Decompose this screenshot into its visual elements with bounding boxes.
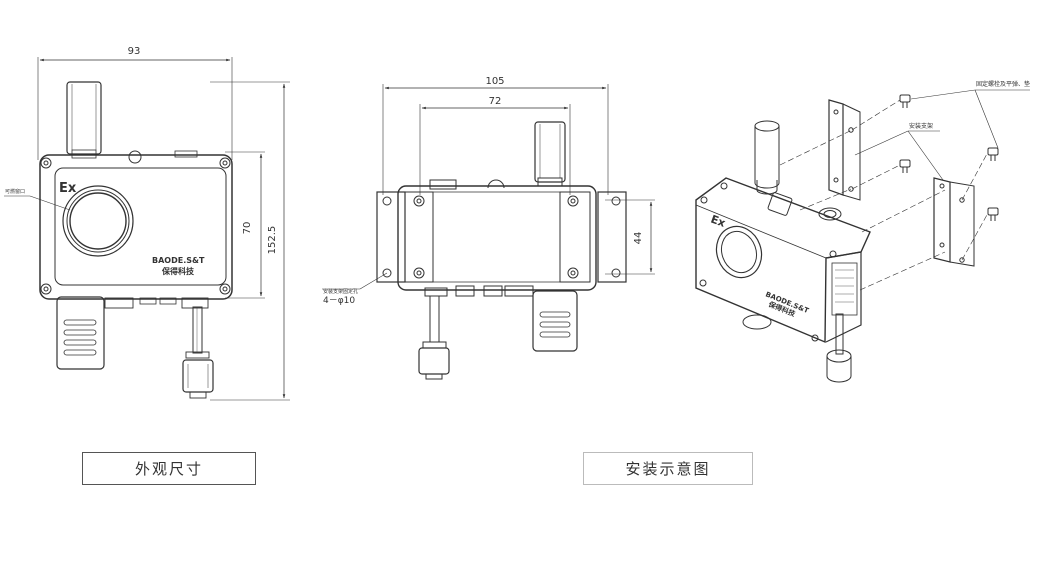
mounting-holes: [382, 195, 621, 279]
callout-bracket-label: 安装支架: [909, 122, 933, 130]
brand-cn-label: 保得科技: [161, 266, 195, 276]
callout-holes-label: 安装支架固定孔: [323, 288, 358, 295]
bolts: [899, 94, 999, 221]
side-body: [397, 185, 597, 291]
probe-stem: [192, 306, 203, 354]
dim-width-label: 93: [128, 46, 141, 57]
antenna: [66, 81, 102, 155]
probe-head: [182, 359, 214, 393]
iso-ex-mark: Ex: [709, 213, 727, 230]
grip-handle: [56, 296, 105, 370]
dim-outer-width-label: 105: [485, 76, 504, 87]
front-view: [4, 57, 290, 401]
housing: [39, 154, 233, 300]
iso-view: [695, 89, 1030, 383]
brand-label: BAODE.S&T: [152, 256, 205, 265]
corner-screws: [40, 157, 231, 295]
side-view: [322, 84, 655, 380]
right-bracket: [597, 191, 627, 283]
window-lens: [69, 192, 127, 250]
window-outer: [62, 185, 134, 257]
dim-inner-height-label: 70: [242, 222, 253, 235]
face-plate: [54, 167, 227, 286]
left-bracket: [376, 191, 406, 283]
dim-hole-spacing-label: 44: [633, 232, 644, 245]
ex-mark: Ex: [59, 181, 77, 196]
callout-window-label: 可燃窗口: [5, 188, 25, 195]
hole-spec-label: 4－φ10: [323, 296, 355, 306]
caption-dimensions-text: 外观尺寸: [134, 460, 203, 478]
callout-bolts-label: 固定螺栓及平弹、垫: [976, 80, 1030, 88]
iso-body: [695, 177, 871, 344]
caption-installation-text: 安装示意图: [625, 460, 711, 478]
dim-inner-width-label: 72: [489, 96, 502, 107]
caption-installation: 安装示意图: [583, 452, 753, 485]
iso-bracket-lower: [933, 177, 951, 263]
dim-total-height-label: 152.5: [267, 226, 278, 255]
caption-dimensions: 外观尺寸: [82, 452, 256, 485]
